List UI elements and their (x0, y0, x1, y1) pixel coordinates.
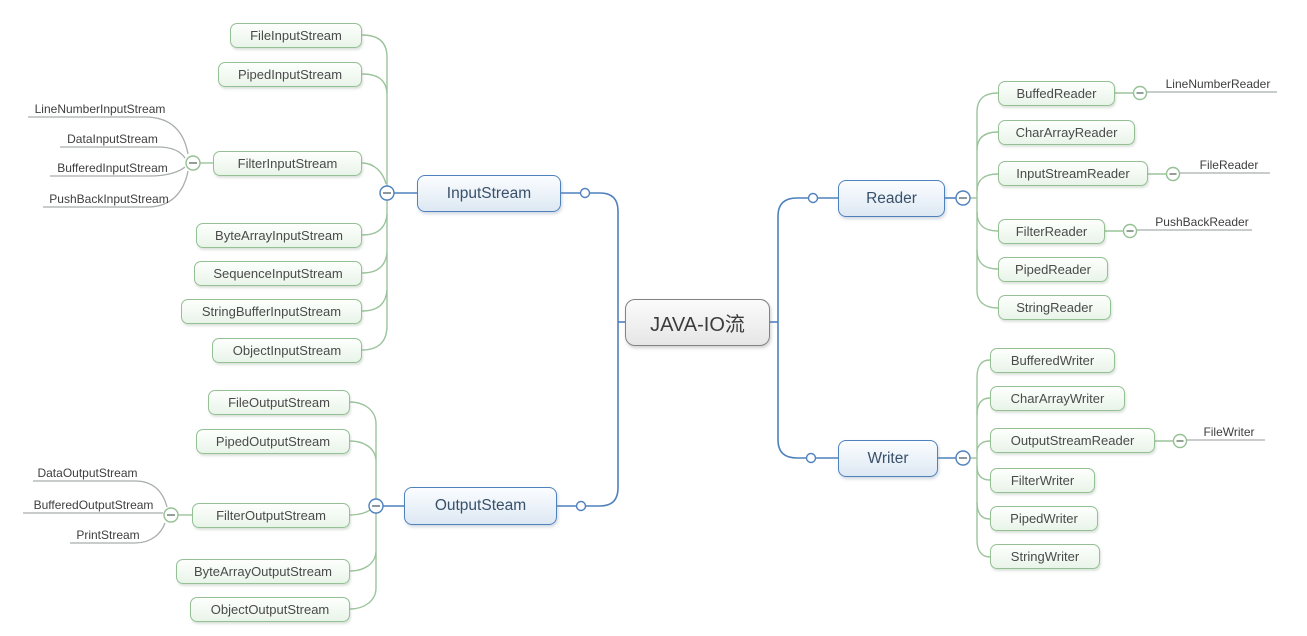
connector (976, 465, 991, 481)
leaf-underline (70, 522, 166, 544)
leaf-underline (28, 116, 189, 155)
collapse-button-input[interactable] (379, 185, 395, 201)
connector-right-spine (777, 197, 838, 459)
connector (976, 501, 991, 520)
node-bytearrayinputstream[interactable]: ByteArrayInputStream (196, 223, 362, 248)
node-fileinputstream[interactable]: FileInputStream (230, 23, 362, 48)
connector (361, 325, 388, 351)
connector (976, 211, 999, 232)
node-writer[interactable]: Writer (838, 440, 938, 477)
leaf-underline (50, 166, 186, 177)
connector (361, 213, 388, 236)
joint-dot (805, 452, 817, 464)
node-pipedinputstream[interactable]: PipedInputStream (218, 62, 362, 87)
collapse-button-buffedreader[interactable] (1132, 85, 1148, 101)
connector-left-spine (557, 192, 619, 507)
node-center-topic[interactable]: JAVA-IO流 (625, 299, 770, 346)
collapse-button-outputstreamreader[interactable] (1172, 433, 1188, 449)
node-printstream[interactable]: PrintStream (76, 528, 140, 542)
node-stringwriter[interactable]: StringWriter (990, 544, 1100, 569)
connector (361, 162, 387, 185)
collapse-button-filteroutputstream[interactable] (163, 507, 179, 523)
node-filereader[interactable]: FileReader (1199, 158, 1259, 172)
node-outputstreamreader[interactable]: OutputStreamReader (990, 428, 1155, 453)
collapse-button-inputstreamreader[interactable] (1165, 166, 1181, 182)
node-inputstream[interactable]: InputStream (417, 175, 561, 212)
node-bufferedwriter[interactable]: BufferedWriter (990, 348, 1115, 373)
node-filterreader[interactable]: FilterReader (998, 219, 1105, 244)
joint-dot (575, 500, 587, 512)
node-chararraywriter[interactable]: CharArrayWriter (990, 386, 1125, 411)
node-objectinputstream[interactable]: ObjectInputStream (212, 338, 362, 363)
node-objectoutputstream[interactable]: ObjectOutputStream (190, 597, 350, 622)
joint-dot (579, 187, 591, 199)
connector (349, 551, 377, 572)
node-bufferedoutputstream[interactable]: BufferedOutputStream (33, 498, 154, 512)
node-datainputstream[interactable]: DataInputStream (67, 132, 158, 146)
node-outputsteam[interactable]: OutputSteam (404, 487, 557, 525)
node-pipedreader[interactable]: PipedReader (998, 257, 1108, 282)
collapse-button-output[interactable] (368, 498, 384, 514)
node-pipedwriter[interactable]: PipedWriter (990, 506, 1098, 531)
node-filteroutputstream[interactable]: FilterOutputStream (192, 503, 350, 528)
connector (361, 251, 388, 274)
connector (361, 289, 388, 312)
connector (361, 73, 388, 94)
node-stringbufferinputstream[interactable]: StringBufferInputStream (181, 299, 362, 324)
node-fileoutputstream[interactable]: FileOutputStream (208, 390, 350, 415)
node-filewriter[interactable]: FileWriter (1203, 425, 1255, 439)
connector (361, 34, 388, 58)
connector (976, 290, 999, 309)
node-pushbackreader[interactable]: PushBackReader (1155, 215, 1249, 229)
node-linenumberinputstream[interactable]: LineNumberInputStream (34, 102, 166, 116)
connector (349, 508, 372, 516)
connector (976, 539, 991, 558)
collapse-button-filterinputstream[interactable] (185, 155, 201, 171)
node-pipedoutputstream[interactable]: PipedOutputStream (196, 429, 350, 454)
leaf-underline (43, 170, 189, 208)
node-sequenceinputstream[interactable]: SequenceInputStream (194, 261, 362, 286)
leaf-underline (33, 480, 168, 508)
connector (349, 587, 377, 610)
node-chararrayreader[interactable]: CharArrayReader (998, 120, 1135, 145)
connector (976, 440, 991, 453)
node-buffedreader[interactable]: BuffedReader (998, 81, 1115, 106)
leaf-underline (60, 146, 186, 159)
connector (349, 440, 377, 461)
connector (976, 397, 991, 416)
connector (976, 359, 991, 379)
collapse-button-writer[interactable] (955, 450, 971, 466)
connector (976, 173, 999, 192)
node-filterwriter[interactable]: FilterWriter (990, 468, 1095, 493)
node-pushbackinputstream[interactable]: PushBackInputStream (49, 192, 169, 206)
node-inputstreamreader[interactable]: InputStreamReader (998, 161, 1148, 186)
node-stringreader[interactable]: StringReader (998, 295, 1111, 320)
connector (349, 401, 377, 425)
collapse-button-filterreader[interactable] (1122, 223, 1138, 239)
connector (976, 92, 999, 113)
node-dataoutputstream[interactable]: DataOutputStream (37, 466, 138, 480)
connector (976, 131, 999, 151)
node-linenumberreader[interactable]: LineNumberReader (1165, 77, 1271, 91)
joint-dot (807, 192, 819, 204)
connector (976, 249, 999, 270)
node-filterinputstream[interactable]: FilterInputStream (213, 151, 362, 176)
collapse-button-reader[interactable] (955, 190, 971, 206)
node-reader[interactable]: Reader (838, 180, 945, 217)
node-bytearrayoutputstream[interactable]: ByteArrayOutputStream (176, 559, 350, 584)
node-bufferedinputstream[interactable]: BufferedInputStream (57, 161, 168, 175)
